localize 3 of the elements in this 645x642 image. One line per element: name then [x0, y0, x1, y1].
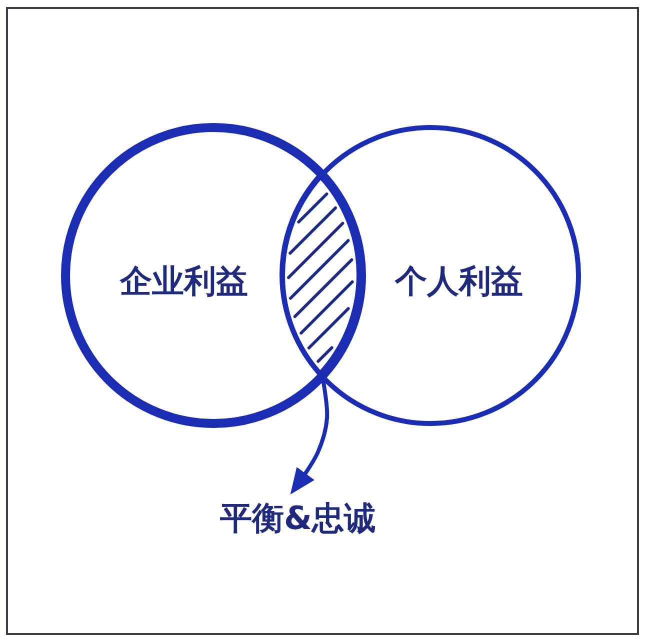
circle-label: 企业利益	[120, 262, 248, 300]
outcome-label: 平衡&忠诚	[220, 499, 376, 538]
circle-label: 个人利益	[395, 262, 523, 300]
